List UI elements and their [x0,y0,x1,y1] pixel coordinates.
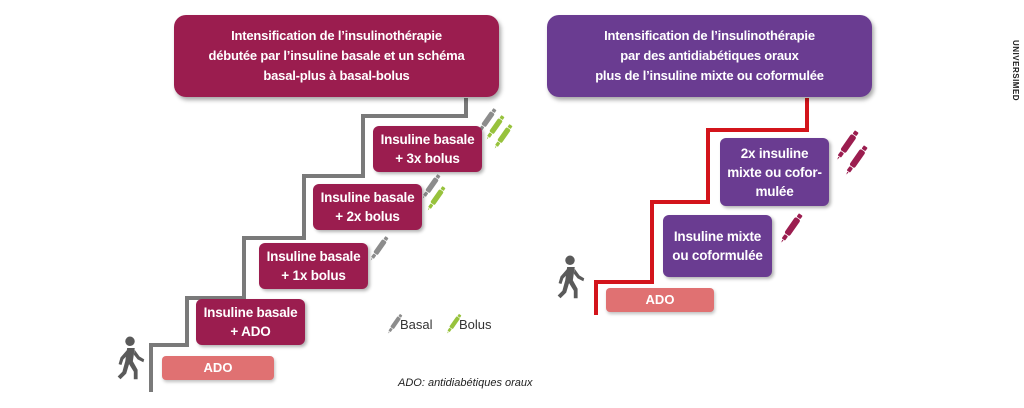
left-step-3-line-2: + 2x bolus [335,209,400,224]
right-header-line-2: par des antidiabétiques oraux [620,48,799,63]
right-step-2-line-2: mixte ou cofor- [727,164,822,180]
left-step-1-line-1: Insuline basale [203,305,298,320]
walking-person-icon [117,336,145,380]
mixed-insulin-pen-icon [776,211,805,247]
left-step-1-line-2: + ADO [230,324,271,339]
left-header-line-2: débutée par l’insuline basale et un sché… [208,48,465,63]
right-staircase-line [594,98,809,315]
left-step-2-box: Insuline basale + 1x bolus [259,243,368,289]
left-step-2-line-1: Insuline basale [266,249,361,264]
right-step-2-line-1: 2x insuline [740,145,809,161]
right-step-1-line-2: ou coformulée [672,248,763,263]
left-step-2-line-2: + 1x bolus [281,268,346,283]
right-header-box: Intensification de l’insulinothérapie pa… [547,15,872,97]
right-step-1-box: Insuline mixte ou coformulée [663,215,772,277]
legend-bolus-label: Bolus [459,317,492,332]
left-step-1-box: Insuline basale + ADO [196,299,305,345]
legend-basal-label: Basal [400,317,433,332]
left-step-3-box: Insuline basale + 2x bolus [313,184,422,230]
left-step-4-line-2: + 3x bolus [395,151,460,166]
universimed-side-label: UNIVERSIMED [1011,40,1020,102]
right-ado-box: ADO [606,288,714,312]
right-step-2-box: 2x insuline mixte ou cofor- mulée [720,138,829,206]
right-step-2-line-3: mulée [755,183,794,199]
left-header-line-1: Intensification de l’insulinothérapie [231,28,442,43]
right-step-1-line-1: Insuline mixte [673,229,762,244]
right-header-line-1: Intensification de l’insulinothérapie [604,28,815,43]
left-staircase-line [149,98,468,392]
footnote: ADO: antidiabétiques oraux [398,377,533,389]
left-ado-box: ADO [162,356,274,380]
left-header-line-3: basal-plus à basal-bolus [263,68,410,83]
basal-pen-icon [367,234,391,264]
left-header-box: Intensification de l’insulinothérapie dé… [174,15,499,97]
left-step-3-line-1: Insuline basale [320,190,415,205]
left-step-4-box: Insuline basale + 3x bolus [373,126,482,172]
right-header-line-3: plus de l’insuline mixte ou coformulée [595,68,824,83]
left-step-4-line-1: Insuline basale [380,132,475,147]
walking-person-icon [557,255,585,299]
